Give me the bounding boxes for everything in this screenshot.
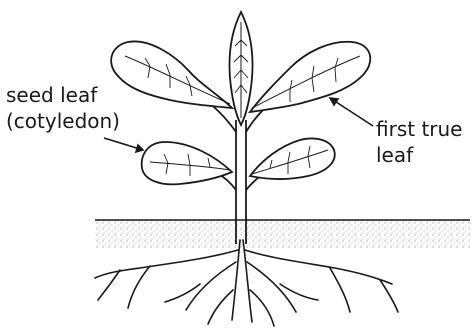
cotyledon-right [250,138,335,179]
soil [95,220,470,248]
label-first-true-leaf: first true leaf [376,116,462,168]
roots [95,240,398,326]
label-seed-leaf-line2: (cotyledon) [6,108,120,134]
cotyledon-left [142,142,232,184]
pointer-first-true-leaf [330,98,373,126]
true-leaf-left [111,41,232,108]
label-seed-leaf-line1: seed leaf [6,82,120,108]
label-seed-leaf: seed leaf (cotyledon) [6,82,120,134]
label-first-true-leaf-line1: first true [376,116,462,142]
label-first-true-leaf-line2: leaf [376,142,462,168]
pointer-seed-leaf [104,138,143,152]
true-leaf-right [250,42,370,112]
